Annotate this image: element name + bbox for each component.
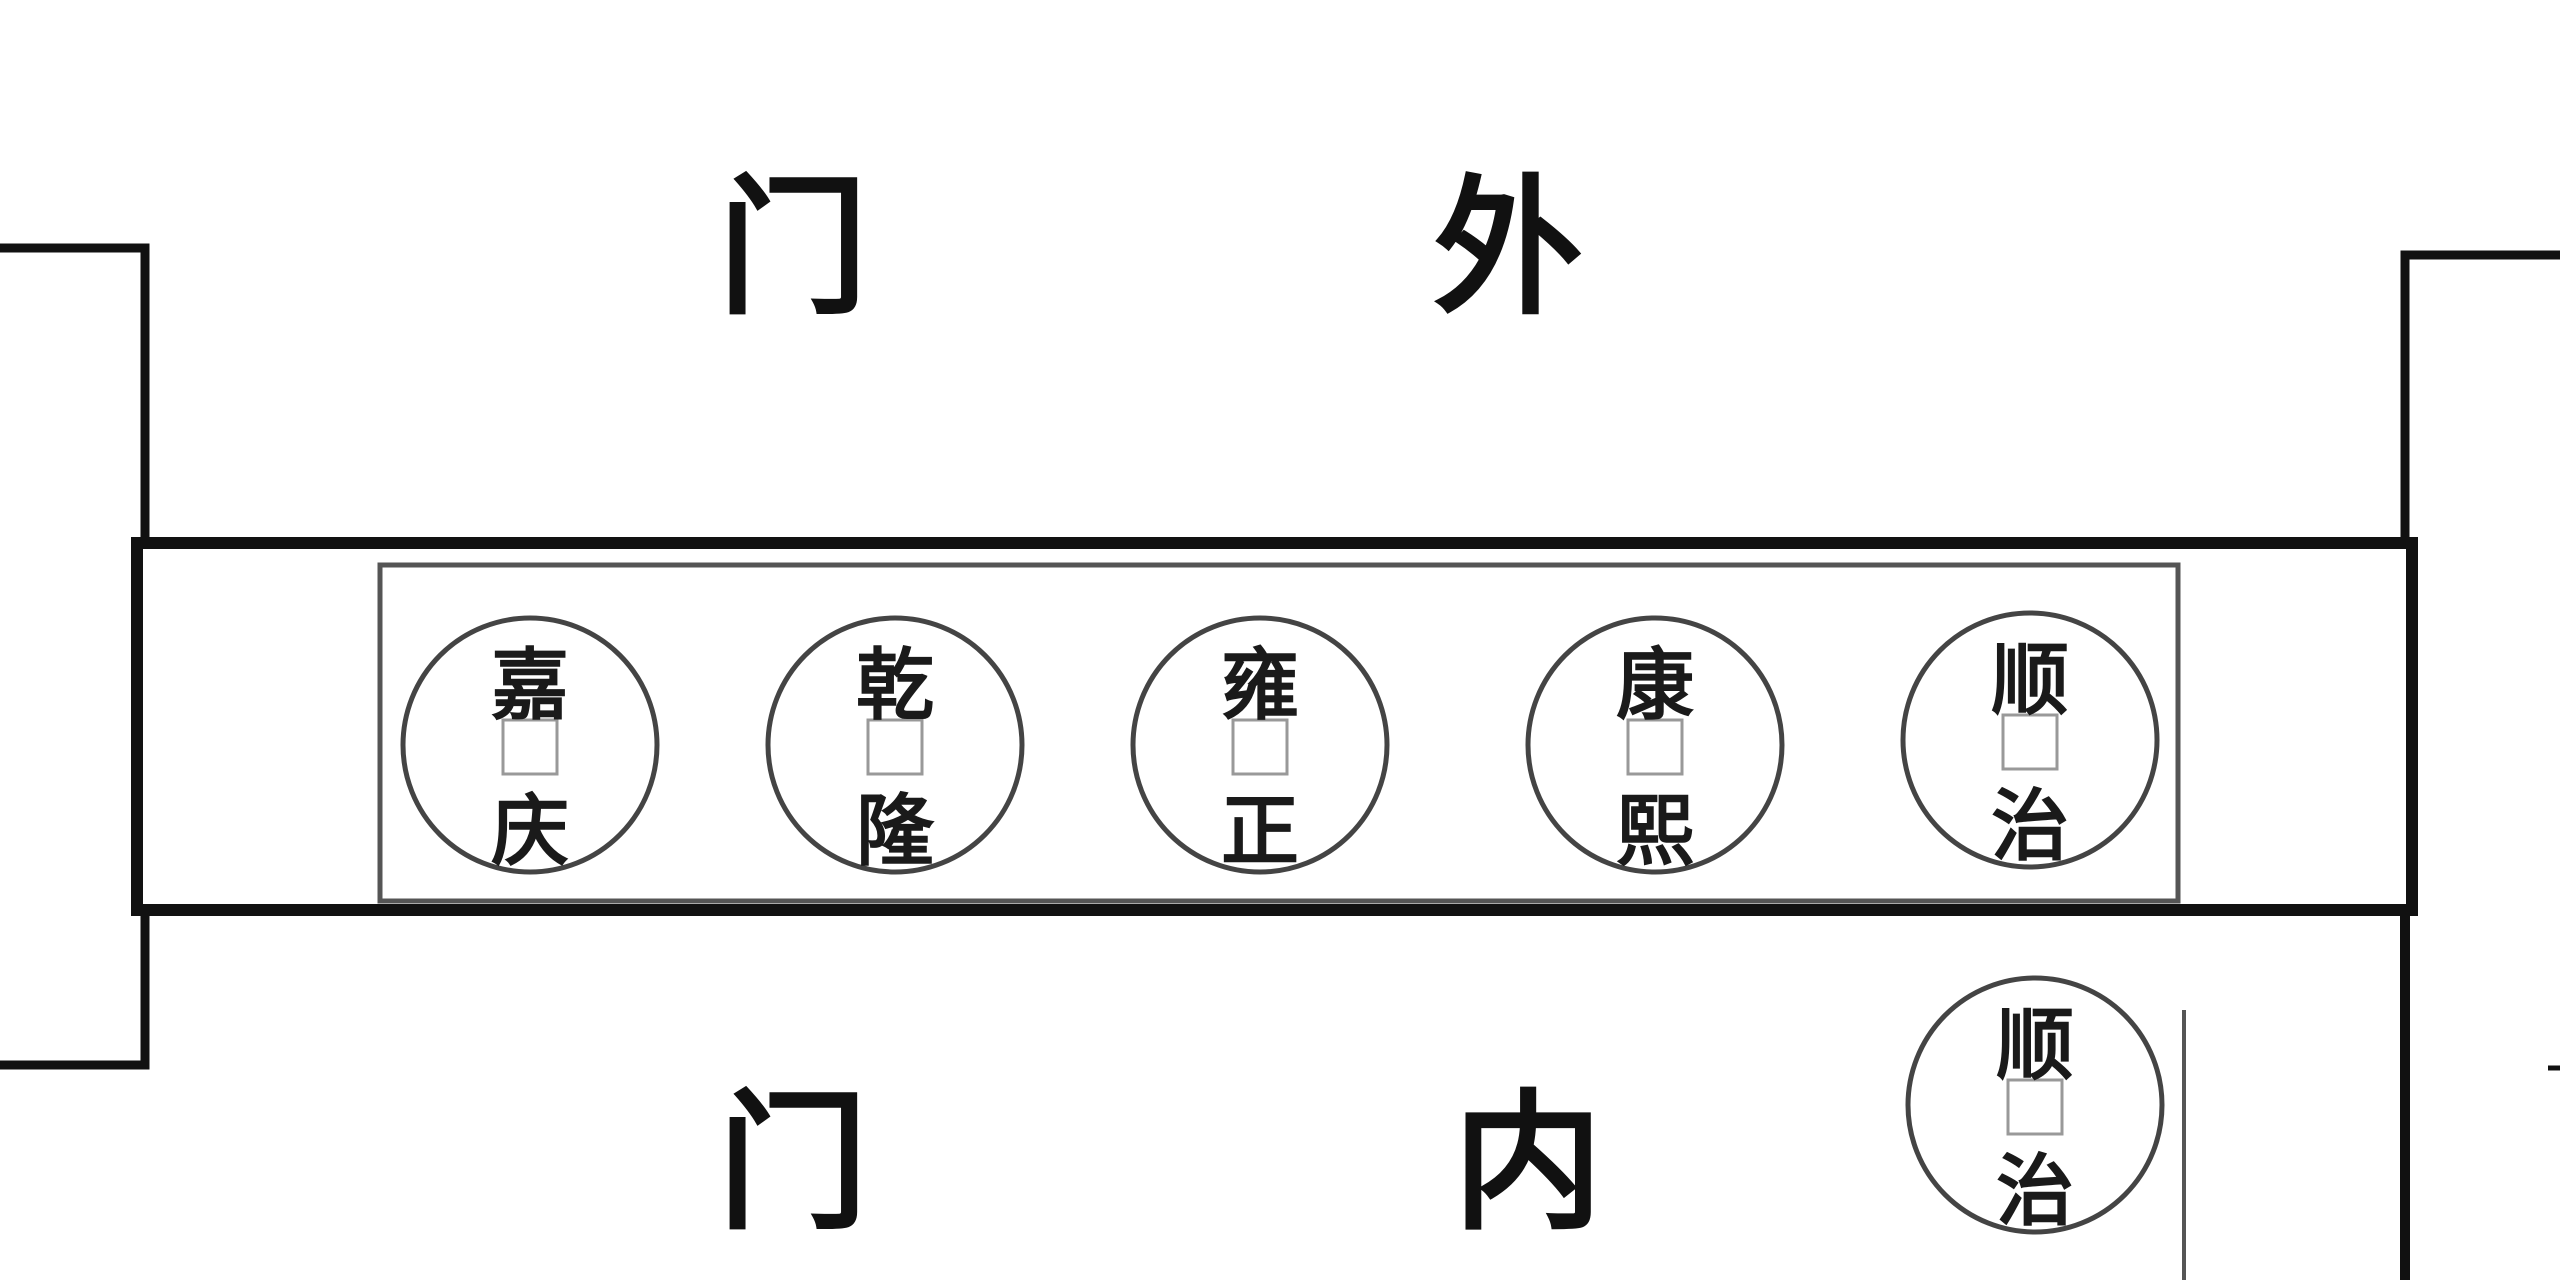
coin-kangxi: 康 熙: [1525, 615, 1785, 877]
coin-shunzhi-extra: 顺 治: [1905, 975, 2165, 1237]
coin-jiaqing-bottom: 庆: [491, 786, 569, 877]
coin-shunzhi-extra-top: 顺: [1996, 1000, 2074, 1091]
coin-jiaqing: 嘉 庆: [400, 615, 660, 877]
coin-qianlong-top: 乾: [856, 640, 934, 731]
coin-shunzhi-extra-bottom: 治: [1996, 1146, 2074, 1237]
inside-door-label-nei: 内: [1453, 1077, 1603, 1251]
outside-door-label-wai: 外: [1433, 162, 1583, 336]
left-wall: [0, 243, 150, 1070]
coin-shunzhi-top: 顺: [1991, 635, 2069, 726]
coin-jiaqing-top: 嘉: [491, 640, 569, 731]
coin-qianlong-bottom: 隆: [856, 786, 935, 877]
coin-yongzheng-top: 雍: [1221, 640, 1299, 731]
coin-shunzhi-bottom: 治: [1991, 781, 2069, 872]
outside-door-label-men: 门: [718, 162, 868, 336]
coin-qianlong: 乾 隆: [765, 615, 1025, 877]
coin-kangxi-bottom: 熙: [1616, 786, 1694, 877]
coin-yongzheng: 雍 正: [1130, 615, 1390, 877]
right-wall-upper: [2400, 250, 2560, 545]
coin-shunzhi: 顺 治: [1900, 610, 2160, 872]
inside-door-label-men: 门: [718, 1077, 868, 1251]
coin-yongzheng-bottom: 正: [1221, 786, 1299, 877]
coin-kangxi-top: 康: [1616, 640, 1694, 731]
